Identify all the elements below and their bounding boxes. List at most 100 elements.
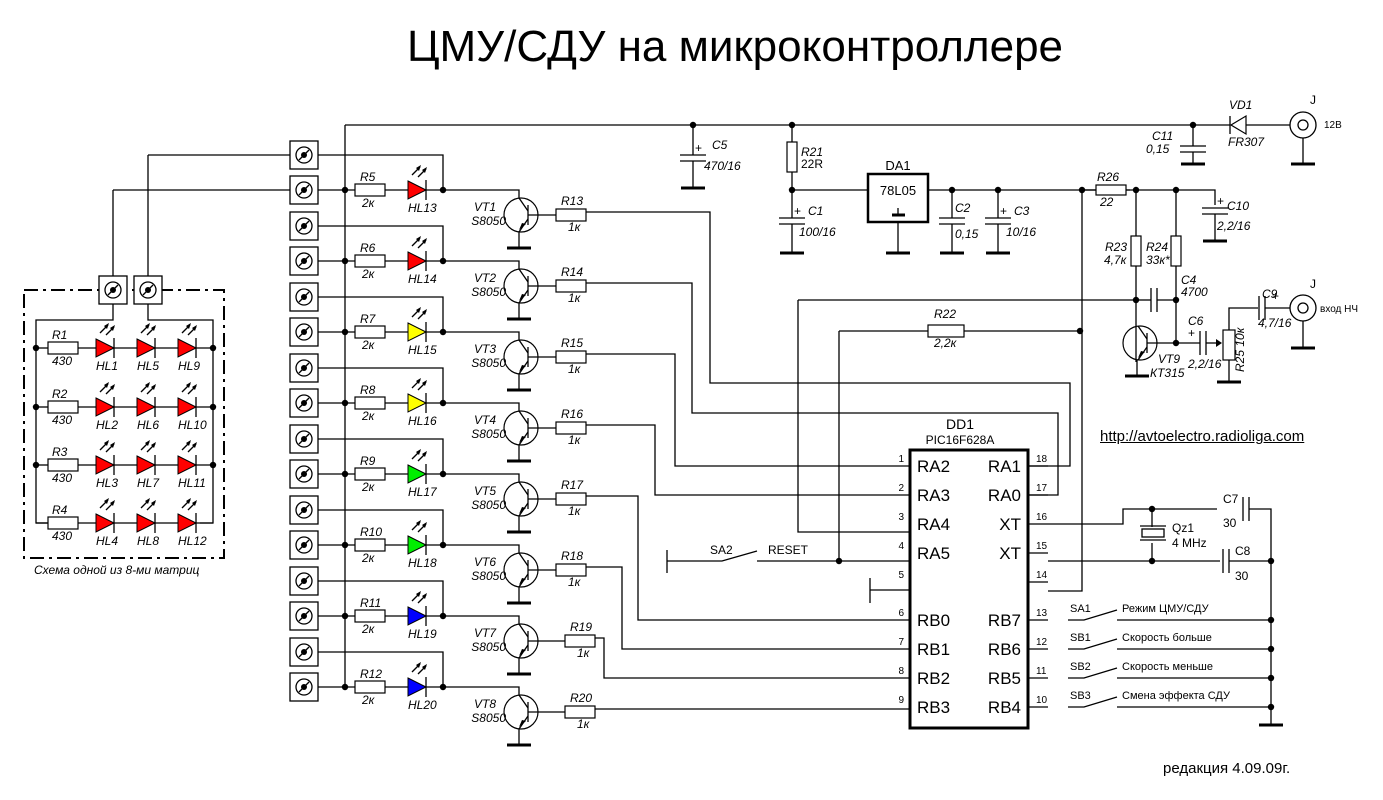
arrow-head (110, 500, 115, 506)
resistor-value: 2к (361, 551, 376, 565)
pin-name: RB3 (917, 698, 950, 717)
base-resistor (555, 350, 587, 364)
crystal-name: Qz1 (1172, 521, 1194, 535)
mcu-name: DD1 (946, 416, 974, 432)
arrow-head (422, 593, 427, 599)
resistor-value: 2к (361, 480, 376, 494)
led-icon (407, 520, 428, 555)
terminal-box (289, 211, 319, 241)
led-body (407, 535, 428, 555)
resistor-name: R23 (1105, 240, 1127, 254)
crystal-icon (1141, 528, 1165, 538)
terminal-slash (298, 326, 310, 338)
capacitor-value: 2,2/16 (1187, 357, 1222, 371)
diode-name: VD1 (1229, 98, 1252, 112)
c5-capacitor (680, 154, 706, 162)
button-label: Скорость меньше (1122, 661, 1213, 673)
pin-name: RB6 (988, 640, 1021, 659)
transistor-model: S8050 (471, 569, 506, 583)
channel-resistor (354, 396, 386, 410)
rb1-wire (586, 566, 910, 650)
resistor-value: 1к (577, 646, 591, 660)
capacitor-name: C3 (1014, 204, 1030, 218)
arrow-head (151, 442, 156, 448)
collector-wire (443, 331, 520, 340)
channel-resistor (354, 538, 386, 552)
capacitor-name: C5 (712, 138, 728, 152)
r21-resistor (786, 141, 798, 173)
ra1-wire (586, 211, 1071, 467)
resistor-name: R18 (561, 549, 583, 563)
led-icon (407, 591, 428, 626)
channel-terminal-a (289, 566, 319, 596)
c3-capacitor (985, 217, 1011, 225)
arrow-head (186, 498, 191, 504)
channel-resistor (354, 325, 386, 339)
led-name: HL10 (178, 418, 207, 432)
led-body (177, 513, 198, 533)
led-body (95, 397, 116, 417)
capacitor-value: 30 (1235, 569, 1249, 583)
plus-sign: + (1272, 289, 1279, 303)
led-icon (95, 498, 116, 533)
led-body (136, 513, 157, 533)
matrix-resistor (47, 400, 79, 414)
resistor-name: R5 (360, 170, 376, 184)
website-link[interactable]: http://avtoelectro.radioliga.com (1100, 428, 1305, 445)
mcu-model: PIC16F628A (926, 433, 995, 447)
led-body (136, 397, 157, 417)
capacitor-name: C4 (1181, 273, 1197, 287)
emitter-arrow (1138, 351, 1145, 358)
arrow-head (192, 500, 197, 506)
jack-center (1297, 302, 1309, 314)
channel-resistor (354, 609, 386, 623)
collector-wire (443, 402, 520, 411)
resistor-name: R11 (360, 596, 381, 610)
pin-name: RA1 (988, 457, 1021, 476)
capacitor-value: 4700 (1181, 285, 1208, 299)
junction-dot (1076, 327, 1084, 335)
led-body (407, 322, 428, 342)
pin-number: 5 (898, 570, 904, 581)
arrow-head (416, 307, 421, 313)
pin-number: 13 (1036, 608, 1048, 619)
arrow-head (416, 449, 421, 455)
button-label: Режим ЦМУ/СДУ (1122, 603, 1210, 615)
emitter-arrow (519, 294, 526, 301)
led-body (177, 338, 198, 358)
switch-name: SA2 (710, 543, 733, 557)
channel-terminal-a (289, 282, 319, 312)
terminal-slash (298, 681, 310, 693)
pin-number: 1 (898, 454, 904, 465)
arrow-head (416, 520, 421, 526)
button-name: SB2 (1070, 661, 1091, 673)
ra2-wire (586, 353, 910, 467)
collector-wire (443, 473, 520, 482)
transistor-name: VT1 (474, 200, 496, 214)
base-resistor (555, 279, 587, 293)
transistor-model: S8050 (471, 427, 506, 441)
transistor-model: S8050 (471, 498, 506, 512)
pin-name: RB5 (988, 669, 1021, 688)
arrow-head (422, 380, 427, 386)
base-resistor (555, 492, 587, 506)
led-body (177, 397, 198, 417)
resistor-value: 2,2к (933, 336, 958, 350)
transistor-name: VT9 (1158, 352, 1180, 366)
pin-number: 3 (898, 512, 904, 523)
jack-label: вход НЧ (1320, 304, 1358, 315)
page-title: ЦМУ/СДУ на микроконтроллере (406, 22, 1064, 71)
collector (518, 552, 529, 567)
capacitor-value: 0,15 (955, 227, 979, 241)
capacitor-name: C10 (1227, 199, 1249, 213)
led-name: HL1 (96, 359, 118, 373)
led-icon (95, 440, 116, 475)
transistor-model: S8050 (471, 640, 506, 654)
resistor-value: 22R (801, 157, 823, 171)
led-body (407, 606, 428, 626)
led-icon (136, 382, 157, 417)
junction-dot (1267, 557, 1275, 565)
arrow-head (110, 384, 115, 390)
resistor-name: R22 (934, 307, 956, 321)
resistor-name: R7 (360, 312, 377, 326)
